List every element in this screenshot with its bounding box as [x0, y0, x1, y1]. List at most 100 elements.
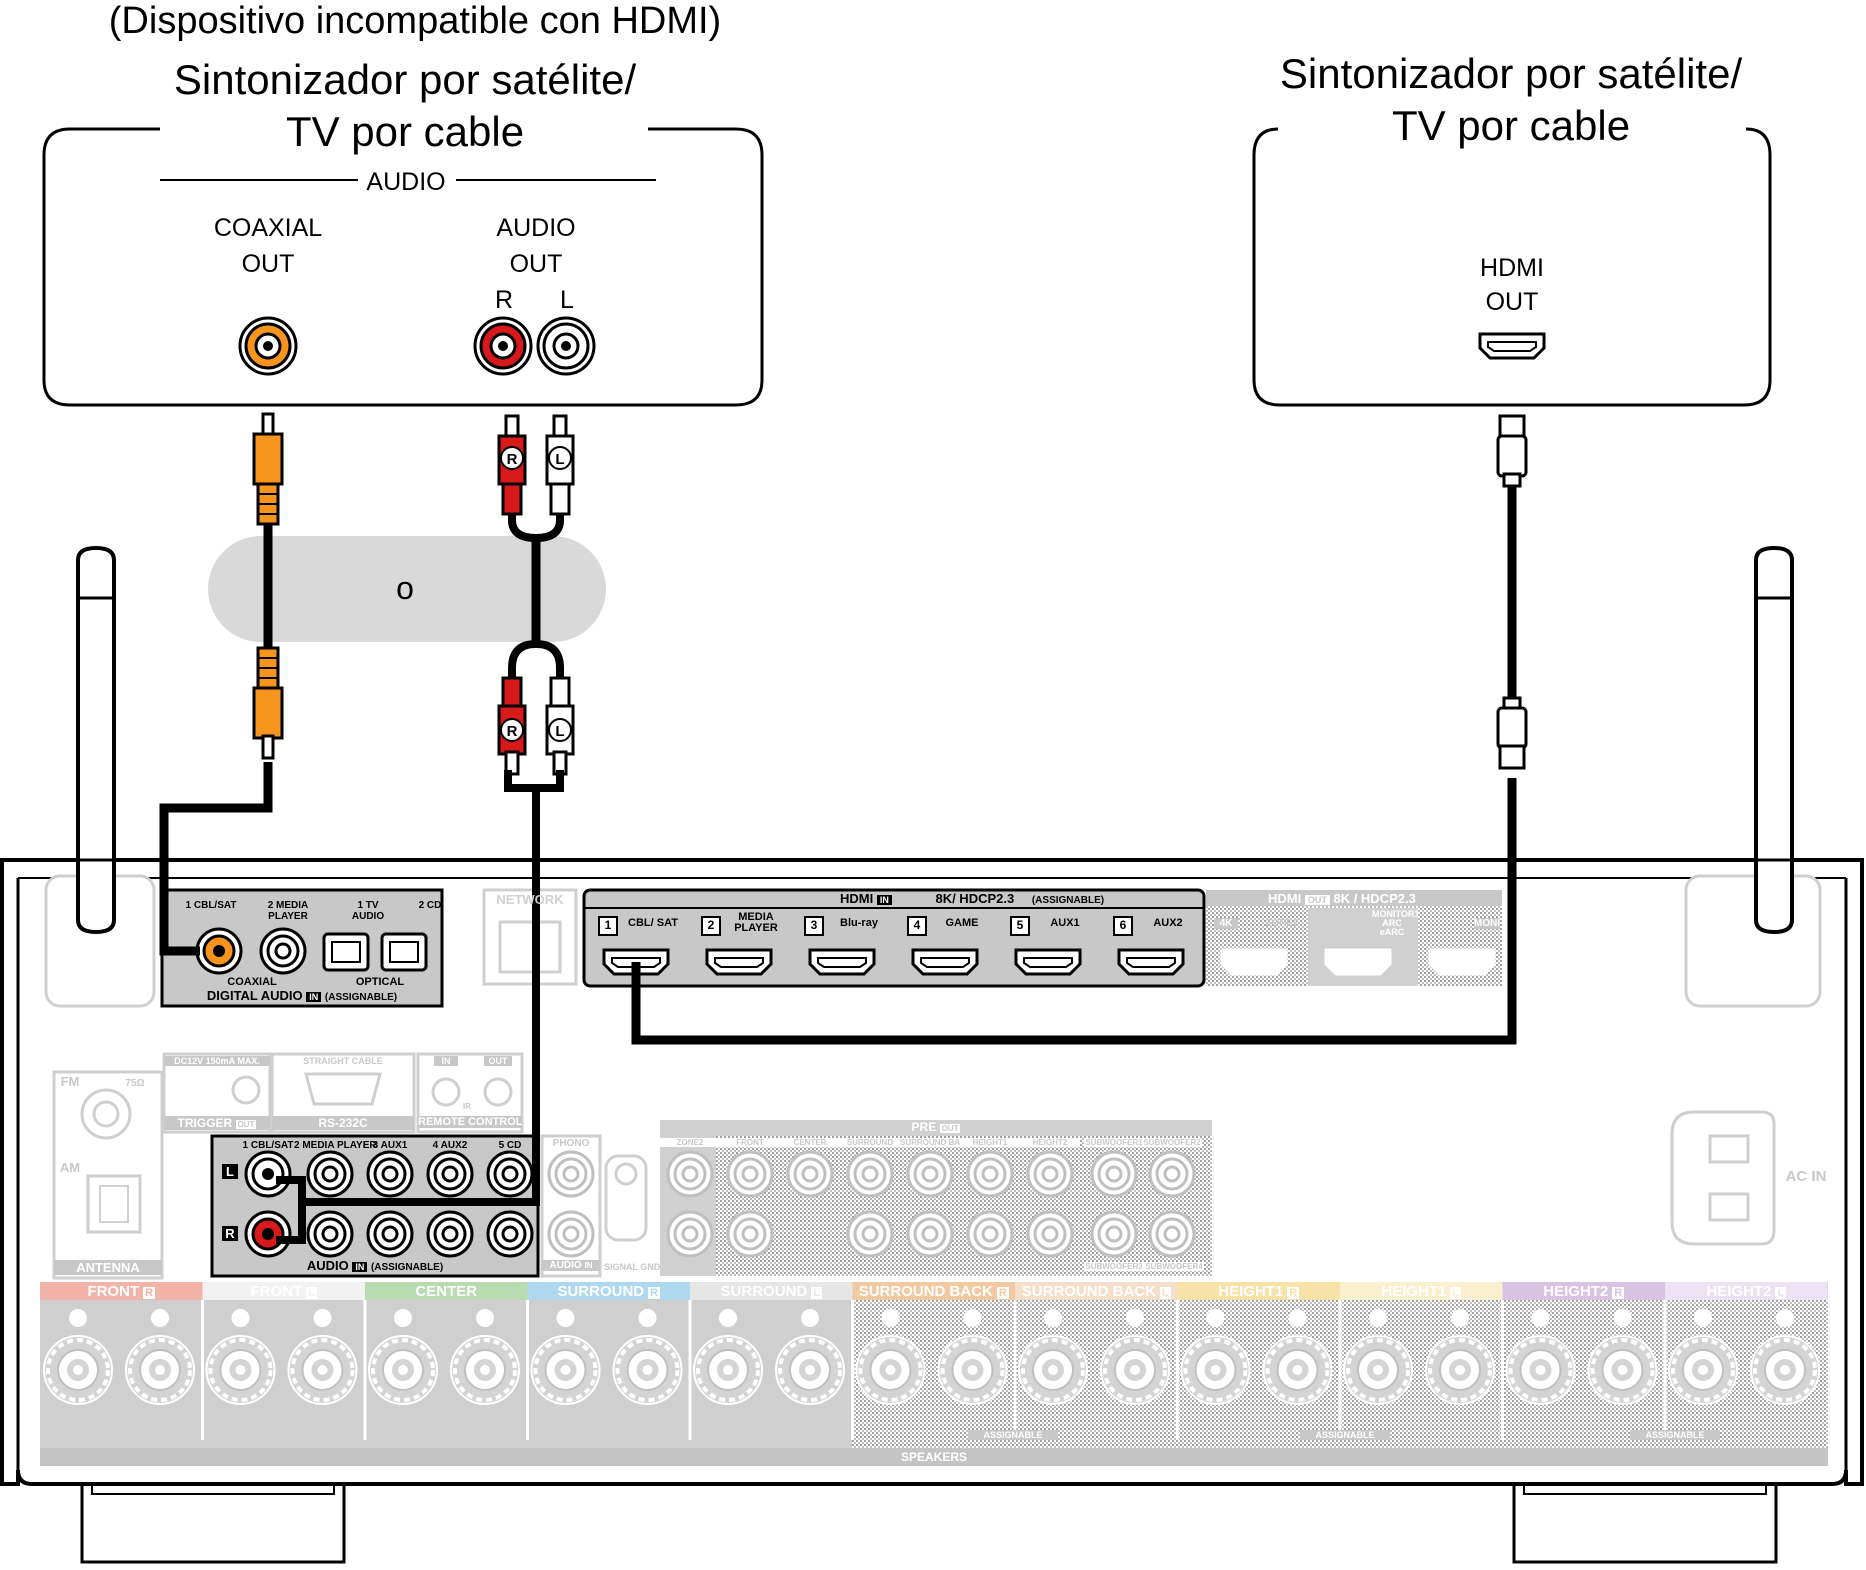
polarity-marker: [638, 1309, 657, 1327]
speaker-label-text: HEIGHT1: [1381, 1283, 1447, 1300]
speaker-header-bar: [1502, 1282, 1665, 1300]
plug-l-letter: L: [555, 451, 564, 468]
polarity-marker: [556, 1309, 575, 1327]
polarity-marker: [1613, 1309, 1632, 1327]
polarity-marker: [231, 1309, 250, 1327]
speaker-label-text: HEIGHT1: [1218, 1283, 1284, 1300]
pre-out-jack: [666, 1210, 714, 1258]
analog-jack: [486, 1150, 534, 1198]
right-source-device: [1252, 127, 1772, 407]
speaker-label-text: SURROUND BACK: [858, 1283, 993, 1300]
hdmi-out-header: HDMI OUT 8K / HDCP2.3: [1206, 891, 1502, 906]
coaxial-cable: [159, 412, 284, 956]
pre-out-jack: [1090, 1150, 1138, 1198]
coaxial-small-label: COAXIAL: [227, 976, 277, 988]
hdmi-in-number-1: 1: [604, 918, 612, 932]
speaker-header-bar: [40, 1282, 203, 1300]
analog-input-5: 5 CD: [498, 1140, 522, 1151]
speaker-post-positive: [854, 1334, 927, 1406]
speakers-label: SPEAKERS: [900, 1450, 968, 1464]
bt-antenna-label-right-2: ANTENNA: [1721, 990, 1785, 1005]
analog-jack: [426, 1150, 474, 1198]
polarity-marker: [1288, 1309, 1307, 1327]
speaker-header-bar: [1177, 1282, 1340, 1300]
bt-antenna-label-left-2: ANTENNA: [68, 990, 132, 1005]
hdmi-out-spec: 8K / HDCP2.3: [1333, 891, 1416, 906]
speaker-header-bar: [365, 1282, 528, 1300]
digital-input-2: 2 MEDIA PLAYER: [267, 900, 309, 922]
hdmi-out-port: [1478, 332, 1546, 360]
r-channel-label: R: [494, 286, 514, 314]
zone2-4k-label: 4K: [1214, 918, 1238, 929]
hdmi-in-header: HDMI IN 8K/ HDCP2.3 (ASSIGNABLE): [600, 891, 1200, 906]
pre-out-channel-9: SUBWOOFER2: [1142, 1138, 1202, 1147]
monitor2-label: MONIT: [1474, 918, 1507, 929]
speaker-header-bar: [1015, 1282, 1178, 1300]
audio-out-r-jack: [473, 316, 533, 376]
speaker-post-positive: [42, 1334, 114, 1406]
left-antenna: [44, 545, 156, 1008]
rs232c-label: RS-232C: [272, 1116, 414, 1130]
speaker-label-text: FRONT: [87, 1283, 140, 1300]
assignable-label-1: ASSIGNABLE: [968, 1430, 1058, 1440]
hdmi-in-number-box: [598, 916, 618, 936]
remote-out-label: OUT: [484, 1056, 512, 1066]
speaker-label-3: CENTER: [365, 1283, 528, 1300]
pre-out-header: PRE OUT: [660, 1120, 1212, 1134]
digital-input-4: 2 CD: [418, 900, 442, 911]
speaker-post-negative: [1261, 1334, 1334, 1406]
rca-stereo-cable: R L R L: [276, 414, 575, 1244]
hdmi-in-number-box: [701, 916, 721, 936]
bt-antenna-label-left: Bluetooth/Wi-Fi: [52, 976, 148, 991]
speaker-post-positive: [1342, 1334, 1414, 1406]
straight-cable-label: STRAIGHT CABLE: [303, 1056, 383, 1066]
speaker-label-text: HEIGHT2: [1543, 1283, 1609, 1300]
polarity-marker: [1531, 1309, 1550, 1327]
hdmi-in-number-box: [1010, 916, 1030, 936]
speaker-side-badge: L: [1159, 1287, 1171, 1299]
speaker-post-negative: [124, 1334, 196, 1406]
remote-in-label: IN: [434, 1056, 458, 1066]
speaker-label-text: SURROUND: [720, 1283, 808, 1300]
polarity-marker: [719, 1309, 737, 1327]
hdmi-in-port-6: [1117, 948, 1185, 976]
hdmi-in-name-4: GAME: [945, 917, 979, 929]
hdmi-in-port-5: [1014, 948, 1082, 976]
hdmi-out-badge: OUT: [1304, 895, 1330, 905]
ac-in-label: AC IN: [1785, 1168, 1827, 1185]
analog-cbl-sat-l-jack: [244, 1150, 292, 1198]
analog-cbl-sat-r-jack: [244, 1210, 292, 1258]
pre-out-jack: [966, 1210, 1014, 1258]
speaker-post-positive: [692, 1334, 764, 1406]
speaker-label-text: SURROUND BACK: [1021, 1283, 1156, 1300]
analog-in-badge: IN: [352, 1262, 368, 1272]
network-port: [482, 888, 578, 986]
pre-out-channel-3: CENTER: [780, 1138, 840, 1147]
trigger-text: TRIGGER: [177, 1116, 233, 1130]
hdmi-in-number-5: 5: [1016, 918, 1024, 932]
pre-out-jack: [1026, 1210, 1074, 1258]
hdmi-in-name-6: AUX2: [1153, 917, 1183, 929]
l-channel-label: L: [560, 286, 574, 314]
hdmi-out-text: HDMI: [1268, 891, 1302, 906]
zone2-label: ZONE2: [1265, 918, 1299, 929]
pre-out-jack: [1148, 1150, 1196, 1198]
speaker-header-bar: [202, 1282, 365, 1300]
hdmi-label: HDMI: [1480, 254, 1544, 282]
speaker-post-negative: [1099, 1334, 1171, 1406]
analog-input-2: 2 MEDIA PLAYER: [294, 1140, 377, 1151]
phono-in-badge: IN: [584, 1261, 593, 1270]
speaker-header-bar: [852, 1282, 1015, 1300]
pre-out-channel-5: SURROUND BACK: [900, 1138, 972, 1147]
digital-assignable: (ASSIGNABLE): [324, 992, 398, 1003]
speaker-side-badge: R: [996, 1287, 1009, 1299]
plug-l-letter-bottom: L: [555, 723, 564, 740]
left-source-device: [42, 127, 764, 407]
digital-input-3: 1 TV AUDIO: [351, 900, 385, 922]
polarity-marker: [476, 1309, 494, 1327]
speaker-post-negative: [1586, 1334, 1659, 1406]
